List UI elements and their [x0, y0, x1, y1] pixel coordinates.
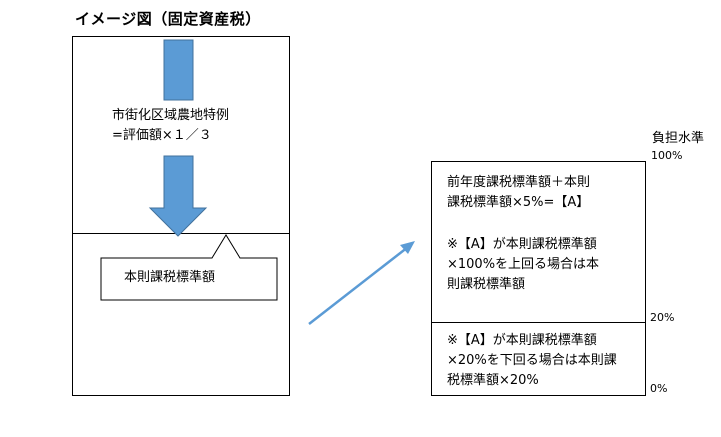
pct-0-label: 0%: [650, 382, 668, 395]
lower-line2: ×20%を下回る場合は本則課: [447, 353, 617, 368]
upper-line1: 前年度課税標準額＋本則: [447, 175, 591, 190]
upper-line5: 則課税標準額: [447, 277, 526, 292]
callout-text: 本則課税標準額: [124, 270, 216, 285]
callout-shape: [100, 234, 278, 301]
down-arrow-top: [163, 39, 194, 101]
upper-line4: ×100%を上回る場合は本: [447, 257, 600, 272]
lower-box: [431, 322, 646, 396]
down-arrow-main: [148, 155, 208, 237]
lower-line3: 税標準額×20%: [447, 373, 539, 388]
pct-100-label: 100%: [651, 149, 683, 162]
burden-level-label: 負担水準: [652, 131, 705, 146]
diagonal-arrow-line: [308, 246, 409, 325]
lower-line1: ※【A】が本則課税標準額: [447, 333, 597, 348]
upper-line2: 課税標準額×5%=【A】: [447, 195, 590, 210]
upper-line3: ※【A】が本則課税標準額: [447, 237, 597, 252]
pct-20-label: 20%: [650, 311, 675, 324]
diagonal-arrow-head: [400, 241, 415, 254]
special-rule-line1: 市街化区域農地特例: [112, 108, 230, 123]
special-rule-line2: =評価額×１／３: [112, 128, 212, 143]
diagram-title: イメージ図（固定資産税）: [75, 10, 261, 28]
